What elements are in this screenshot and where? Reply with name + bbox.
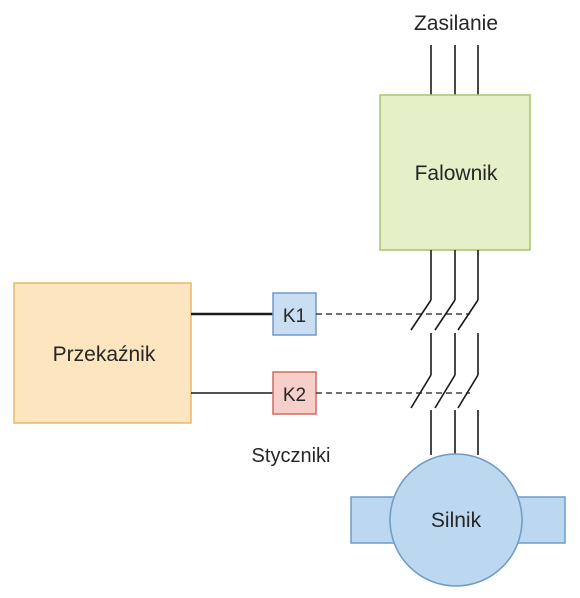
inverter-box [379, 94, 531, 251]
inverter-label: Falownik [415, 162, 498, 185]
supply-lines [430, 45, 479, 95]
motor-feed-lines [430, 410, 479, 455]
k2-label: K2 [283, 385, 306, 406]
inverter-output-lines [430, 250, 479, 300]
contactors-label: Styczniki [252, 445, 331, 467]
relay-label: Przekaźnik [53, 343, 156, 366]
motor-circle [389, 453, 523, 587]
relay-box [13, 282, 192, 424]
power-supply-label: Zasilanie [414, 12, 498, 35]
k1-switch-contacts [410, 299, 479, 331]
motor-label: Silnik [431, 509, 482, 532]
mid-lines [430, 333, 479, 375]
k2-switch-contacts [410, 374, 479, 409]
k1-label: K1 [283, 306, 306, 327]
